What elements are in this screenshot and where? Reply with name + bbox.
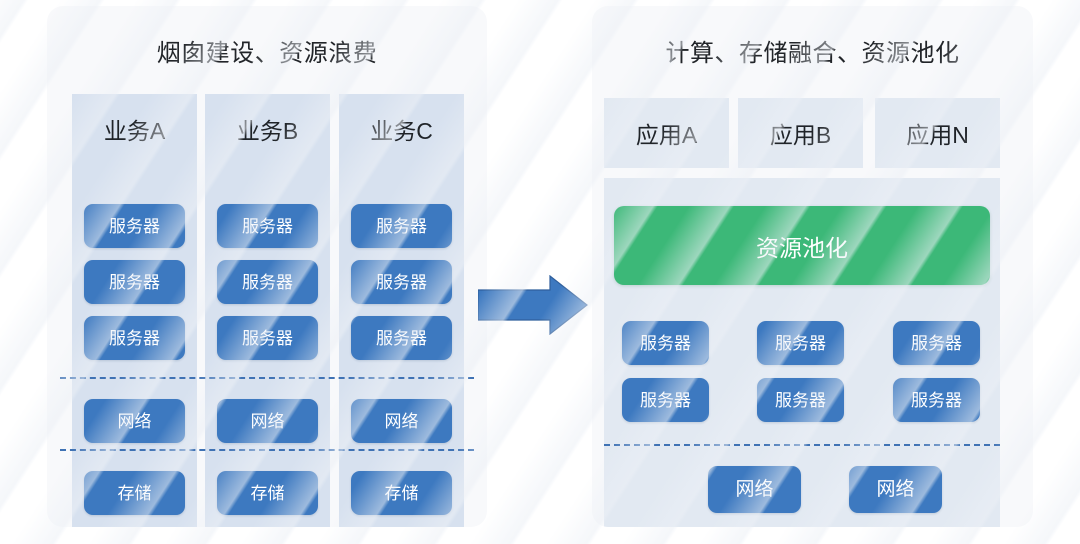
server-box: 服务器 bbox=[84, 204, 185, 248]
server-box: 服务器 bbox=[351, 260, 452, 304]
server-box: 服务器 bbox=[893, 378, 980, 422]
business-column-a-header: 业务A bbox=[103, 118, 166, 144]
server-box: 服务器 bbox=[622, 378, 709, 422]
storage-box: 存储 bbox=[217, 471, 318, 515]
divider-compute-network bbox=[604, 444, 1000, 446]
network-box: 网络 bbox=[849, 466, 942, 513]
server-box: 服务器 bbox=[622, 321, 709, 365]
server-box: 服务器 bbox=[893, 321, 980, 365]
network-box: 网络 bbox=[708, 466, 801, 513]
storage-box: 存储 bbox=[84, 471, 185, 515]
network-box: 网络 bbox=[84, 399, 185, 443]
left-panel-title: 烟囱建设、资源浪费 bbox=[156, 40, 378, 67]
business-column-b-header: 业务B bbox=[236, 118, 299, 144]
left-panel-silo-architecture: 烟囱建设、资源浪费 业务A 服务器 服务器 服务器 网络 存储 业务B 服务器 … bbox=[47, 6, 487, 527]
application-box-a: 应用A bbox=[604, 98, 729, 168]
right-panel-title: 计算、存储融合、资源池化 bbox=[665, 40, 960, 67]
arrow-right-icon bbox=[478, 275, 588, 335]
right-panel-converged-architecture: 计算、存储融合、资源池化 应用A 应用B 应用N 资源池化 服务器 服务器 服务… bbox=[592, 6, 1033, 527]
application-box-n: 应用N bbox=[875, 98, 1000, 168]
server-box: 服务器 bbox=[757, 378, 844, 422]
divider-compute-network bbox=[60, 377, 474, 379]
storage-box: 存储 bbox=[351, 471, 452, 515]
server-box: 服务器 bbox=[351, 316, 452, 360]
server-box: 服务器 bbox=[351, 204, 452, 248]
server-box: 服务器 bbox=[217, 316, 318, 360]
server-box: 服务器 bbox=[84, 260, 185, 304]
application-box-b: 应用B bbox=[738, 98, 863, 168]
server-box: 服务器 bbox=[217, 204, 318, 248]
business-column-c: 业务C 服务器 服务器 服务器 网络 存储 bbox=[339, 94, 464, 527]
business-column-a: 业务A 服务器 服务器 服务器 网络 存储 bbox=[72, 94, 197, 527]
business-column-c-header: 业务C bbox=[370, 118, 433, 144]
server-box: 服务器 bbox=[757, 321, 844, 365]
server-box: 服务器 bbox=[84, 316, 185, 360]
divider-network-storage bbox=[60, 449, 474, 451]
business-column-b: 业务B 服务器 服务器 服务器 网络 存储 bbox=[205, 94, 330, 527]
server-box: 服务器 bbox=[217, 260, 318, 304]
resource-pool-container: 资源池化 服务器 服务器 服务器 服务器 服务器 服务器 网络 网络 bbox=[604, 178, 1000, 527]
network-box: 网络 bbox=[351, 399, 452, 443]
network-box: 网络 bbox=[217, 399, 318, 443]
resource-pool-banner: 资源池化 bbox=[614, 206, 990, 285]
